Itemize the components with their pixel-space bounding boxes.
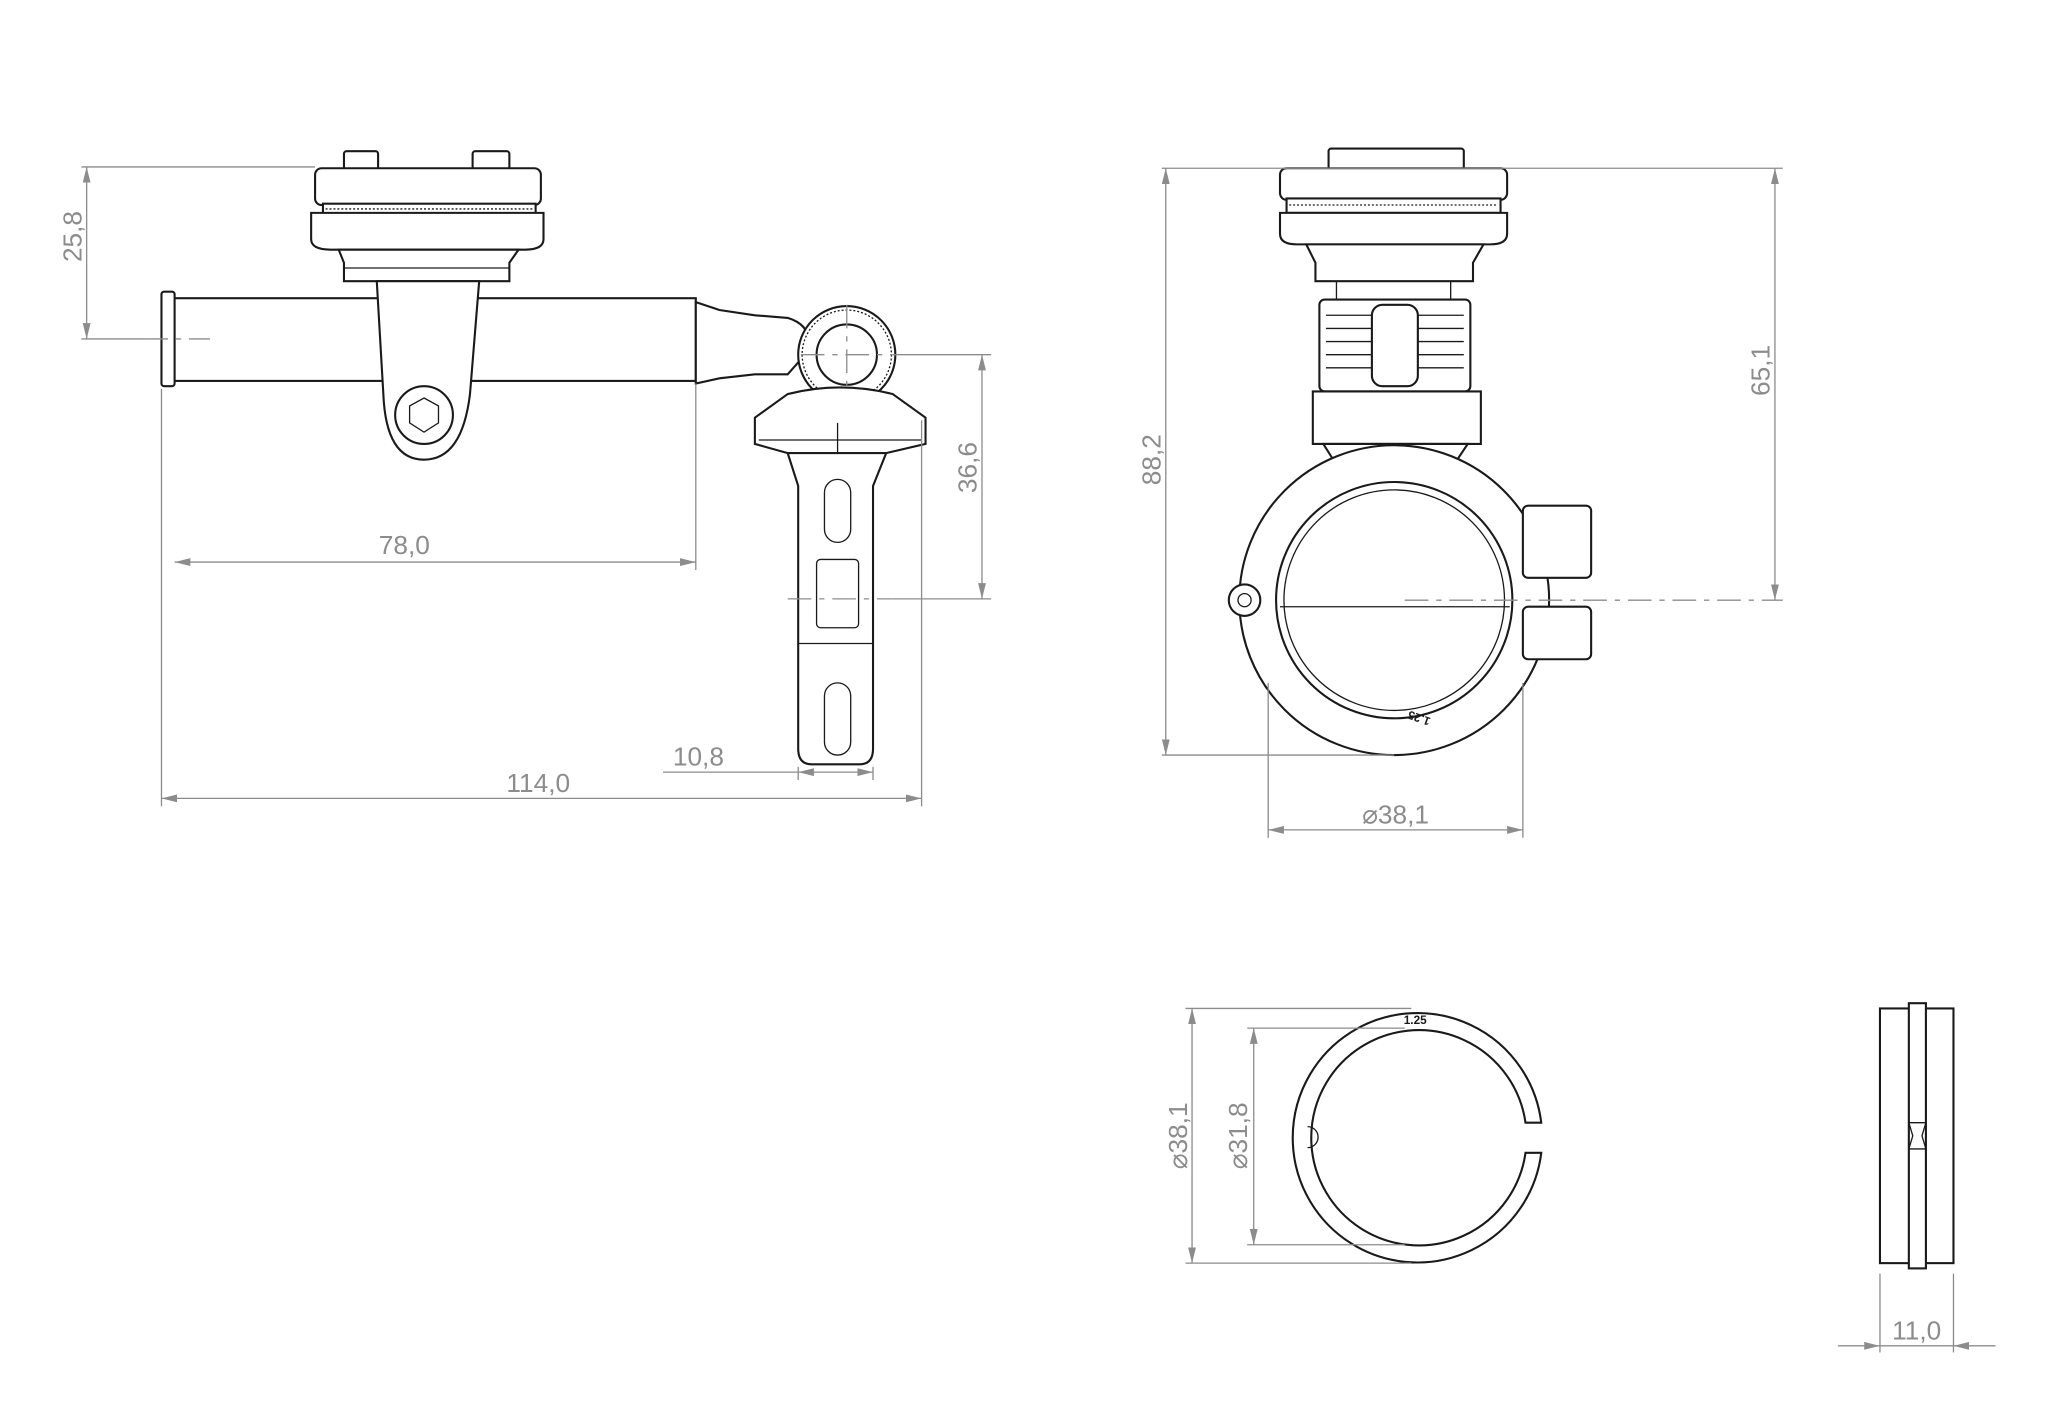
mount-lower-disc (310, 211, 545, 251)
center-nut (1370, 303, 1419, 388)
dim-mount-height: 25,8 (57, 211, 87, 262)
clamp-tab-upper (1521, 504, 1593, 579)
dim-shim-inner-diameter: ⌀31,8 (1223, 1102, 1253, 1169)
mount-tab-left (342, 150, 380, 171)
hex-bolt-head (394, 385, 454, 445)
clamp-tab-lower (1521, 605, 1593, 661)
side-view: 25,8 78,0 36,6 10,8 114,0 (57, 150, 992, 807)
front-clamp-block (1311, 390, 1482, 445)
dim-arm-offset: 36,6 (953, 442, 983, 493)
shim-ring (1291, 1012, 1543, 1264)
hinge-pin (1227, 583, 1262, 617)
dim-shim-width: 11,0 (1892, 1315, 1941, 1345)
front-view: 1.25 88,2 65,1 ⌀38,1 (1137, 147, 1783, 838)
mount-tab-right (471, 150, 511, 171)
mount-top-plate (314, 167, 542, 207)
vertical-arm (786, 452, 888, 766)
dim-arm-width: 10,8 (673, 742, 724, 772)
hex-socket-icon (408, 397, 440, 433)
dim-total-height: 88,2 (1137, 434, 1167, 485)
mount-neck (337, 248, 521, 283)
dim-bar-length: 78,0 (379, 530, 430, 560)
front-mount-disc (1278, 211, 1509, 246)
dim-total-length: 114,0 (506, 768, 570, 798)
dim-clamp-diameter: ⌀38,1 (1362, 799, 1429, 829)
shim-view: 1.25 ⌀38,1 ⌀31,8 11,0 (1163, 1002, 1996, 1353)
clamp-inner-bore (1275, 480, 1514, 720)
dim-shim-outer-diameter: ⌀38,1 (1163, 1102, 1193, 1169)
front-mount-top-plate (1278, 167, 1509, 201)
tube-connector (694, 300, 810, 385)
clamp-head (753, 386, 927, 455)
shim-marking: 1.25 (1404, 1013, 1427, 1027)
dim-center-height: 65,1 (1746, 345, 1776, 396)
